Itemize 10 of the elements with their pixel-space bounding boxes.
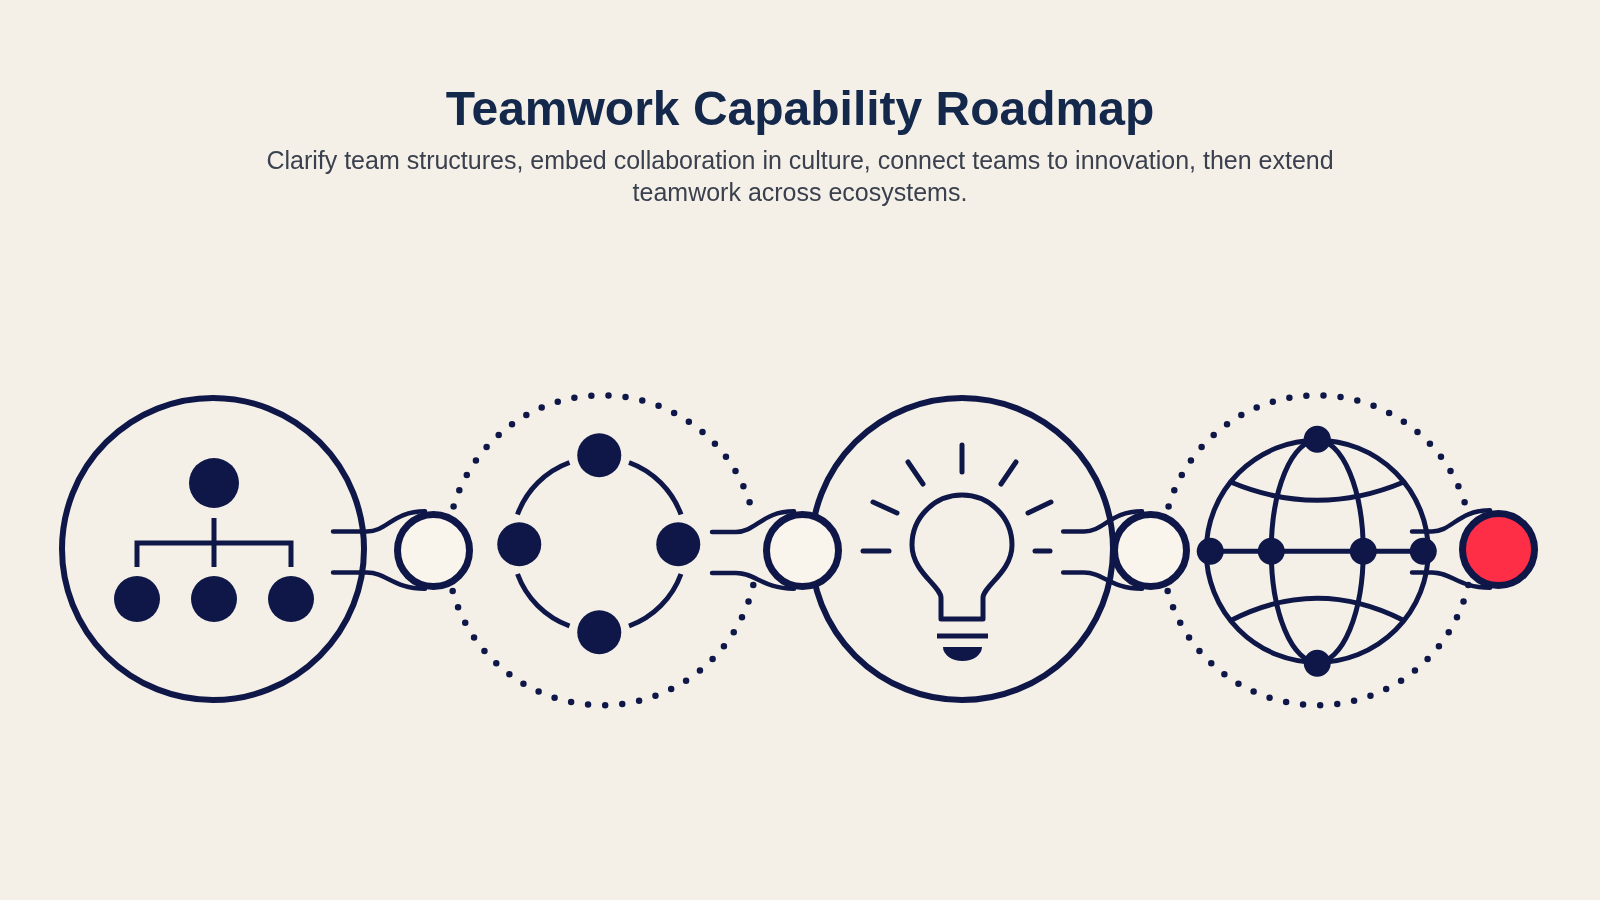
endpoint-circle bbox=[1458, 509, 1538, 589]
connector-ring bbox=[762, 510, 842, 590]
connector-link bbox=[1409, 508, 1493, 590]
connector-link bbox=[330, 509, 428, 591]
stage-circle bbox=[59, 395, 367, 703]
connector-link bbox=[709, 509, 797, 591]
title: Teamwork Capability Roadmap bbox=[445, 81, 1155, 137]
connector-ring bbox=[393, 510, 473, 590]
subtitle: Clarify team structures, embed collaboration in culture, connect teams to innovation, then extend teamwork across ecosystems. bbox=[265, 145, 1335, 208]
connector-link bbox=[1060, 509, 1145, 591]
